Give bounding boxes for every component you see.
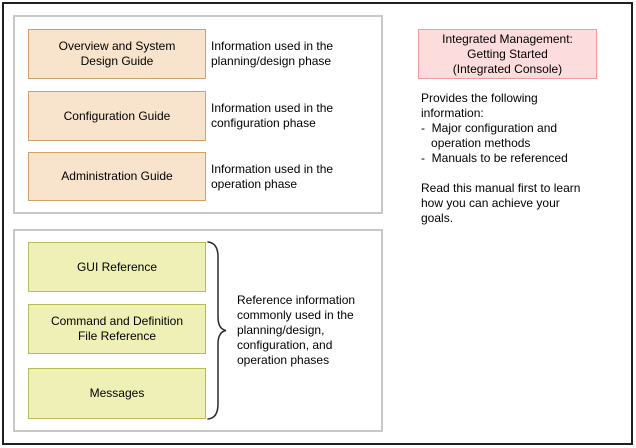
reference-group-description: Reference information commonly used in t… xyxy=(237,293,356,367)
reference-box-command-definition: Command and Definition File Reference xyxy=(28,304,206,354)
guide-box-configuration: Configuration Guide xyxy=(28,91,206,141)
curly-brace-icon xyxy=(205,240,229,421)
highlight-box-integrated-management: Integrated Management: Getting Started (… xyxy=(418,29,597,79)
guide-description-administration: Information used in the operation phase xyxy=(211,161,334,191)
reference-box-gui: GUI Reference xyxy=(28,242,206,292)
guide-box-administration: Administration Guide xyxy=(28,152,206,201)
guide-description-configuration: Information used in the configuration ph… xyxy=(211,101,334,130)
reference-box-messages: Messages xyxy=(28,368,206,419)
guide-description-overview: Information used in the planning/design … xyxy=(211,39,334,68)
guide-box-overview-system-design: Overview and System Design Guide xyxy=(28,29,206,79)
right-panel-description: Provides the following information: - Ma… xyxy=(421,91,581,225)
